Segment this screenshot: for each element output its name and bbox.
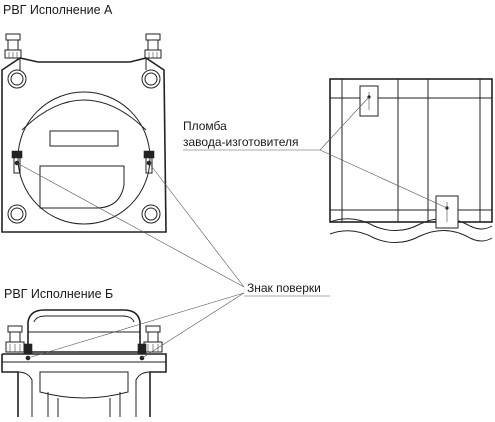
side-view	[329, 78, 493, 243]
label-seal-line1: Пломба	[183, 119, 227, 133]
meter-a-right-nozzle	[144, 33, 162, 59]
meter-a-body	[1, 57, 167, 233]
title-variant-a: РВГ Исполнение А	[3, 3, 113, 17]
label-verification-mark: Знак поверки	[247, 281, 321, 295]
meter-b-right-nozzle	[143, 325, 163, 353]
meter-a-right-seal	[143, 150, 155, 174]
factory-seal-bottom	[435, 195, 459, 229]
meter-b-right-seal	[137, 343, 147, 361]
meter-a-left-seal	[11, 150, 23, 174]
meter-b-view	[1, 309, 167, 417]
side-view-body	[329, 78, 493, 223]
meter-b-cover	[27, 309, 141, 353]
meter-a-left-nozzle	[4, 33, 22, 59]
factory-seal-top	[359, 85, 379, 117]
label-seal-line2: завода-изготовителя	[183, 135, 298, 149]
meter-b-left-nozzle	[5, 325, 25, 353]
meter-a-name-plate	[39, 165, 125, 209]
leader-lines	[16, 96, 448, 359]
meter-b-body	[1, 353, 167, 417]
meter-b-left-seal	[23, 343, 33, 361]
meter-a-display-window	[49, 130, 119, 147]
meter-a-front-view	[1, 33, 167, 233]
title-variant-b: РВГ Исполнение Б	[4, 287, 113, 301]
